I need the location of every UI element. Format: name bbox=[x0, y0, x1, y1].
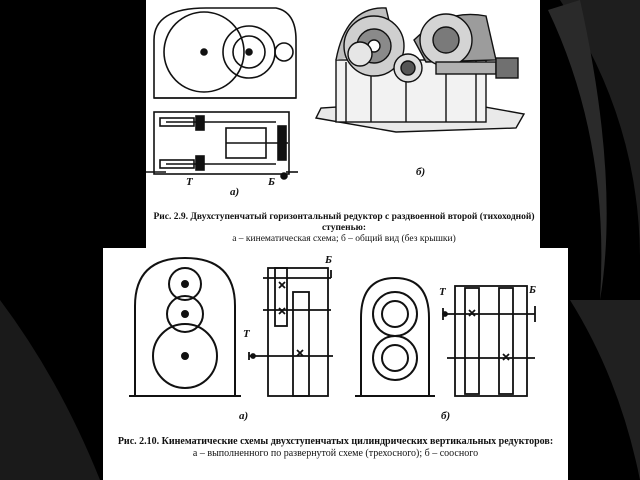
kinematic-scheme bbox=[146, 111, 298, 180]
figure-2-10-drawing bbox=[129, 256, 536, 397]
figure-2-9-drawing bbox=[146, 7, 526, 180]
kinematic-housing-view bbox=[153, 7, 297, 99]
figure-2-9-subfigure-a-label: а) bbox=[230, 186, 240, 198]
coaxial-scheme-front-view bbox=[355, 276, 435, 397]
developed-scheme-front-view bbox=[129, 256, 241, 397]
figure-2-9-caption-legend: а – кинематическая схема; б – общий вид … bbox=[232, 233, 456, 244]
figure-2-10-a-marker-b: Б bbox=[325, 254, 332, 266]
figure-2-10-subfigure-a-label: а) bbox=[239, 410, 249, 422]
figure-2-9-caption-title: Рис. 2.9. Двухступенчатый горизонтальный… bbox=[153, 212, 535, 233]
figure-2-10-subfigure-b-label: б) bbox=[441, 410, 451, 422]
figure-2-10-b-marker-b: Б bbox=[529, 284, 536, 296]
developed-scheme-side-section bbox=[248, 267, 333, 397]
figure-2-9-label-b-marker: Б bbox=[268, 176, 275, 188]
figure-2-10-b-marker-t: Т bbox=[439, 286, 446, 298]
figure-2-9-caption: Рис. 2.9. Двухступенчатый горизонтальный… bbox=[148, 212, 540, 245]
figure-2-10-caption-title: Рис. 2.10. Кинематические схемы двухступ… bbox=[117, 436, 554, 447]
figure-2-10-panel: Б Т Т Б а) б) Рис. 2.10. Кинематические … bbox=[103, 248, 568, 480]
figure-2-10-caption-legend: а – выполненного по развернутой схеме (т… bbox=[192, 447, 479, 459]
coaxial-scheme-side-section bbox=[442, 285, 536, 397]
figure-2-10-a-marker-t: Т bbox=[243, 328, 250, 340]
figure-2-9-label-t: Т bbox=[186, 176, 193, 188]
figure-2-9-subfigure-b-label: б) bbox=[416, 166, 426, 178]
figure-2-9-panel: Т Б а) б) Рис. 2.9. Двухступенчатый гори… bbox=[146, 0, 540, 252]
gearbox-general-view bbox=[314, 7, 526, 133]
figure-2-10-caption: Рис. 2.10. Кинематические схемы двухступ… bbox=[109, 436, 562, 459]
